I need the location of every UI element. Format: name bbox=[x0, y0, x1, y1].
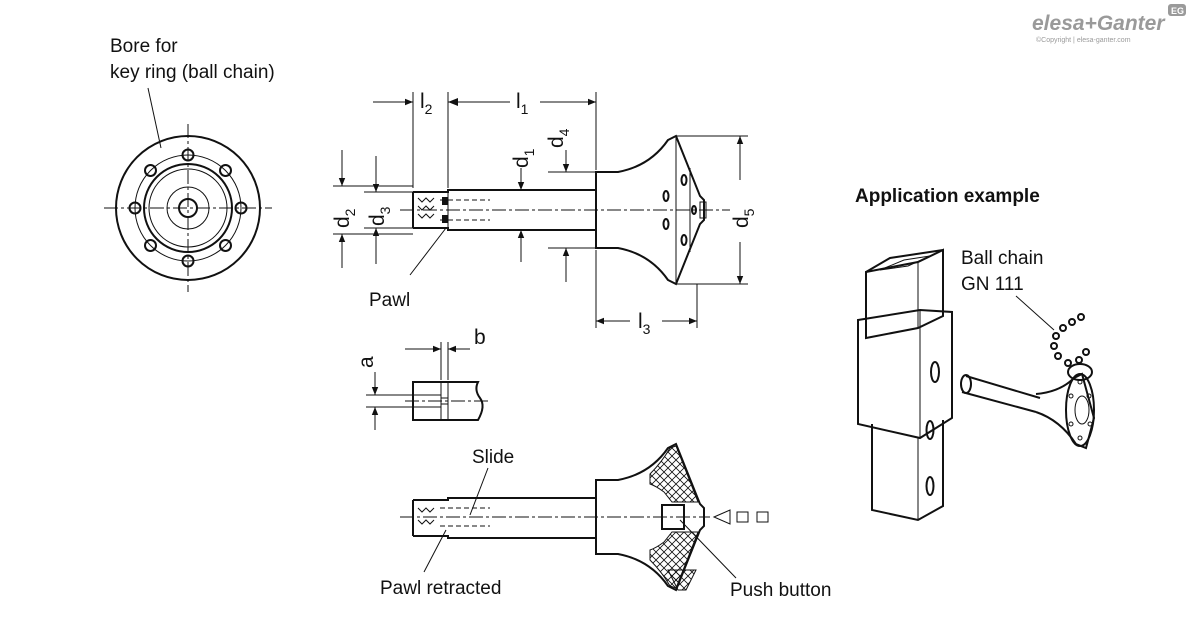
sleeve bbox=[857, 308, 953, 440]
svg-text:l3: l3 bbox=[638, 310, 651, 337]
section-hatch-bottom bbox=[649, 531, 699, 589]
ball-chain-label-line1: Ball chain bbox=[961, 248, 1043, 269]
pawl-retracted-leader-line bbox=[423, 529, 447, 573]
section-spring bbox=[417, 507, 435, 525]
hub-circle bbox=[166, 186, 210, 230]
key-ring bbox=[1067, 363, 1093, 381]
tube-hole-1 bbox=[925, 420, 935, 440]
section-pin-bottom bbox=[413, 535, 596, 539]
svg-text:d2: d2 bbox=[331, 208, 358, 228]
dimension-d1: d1 bbox=[505, 148, 540, 262]
app-pin bbox=[961, 375, 1041, 413]
bore-leader-line bbox=[147, 87, 162, 149]
knob-circle bbox=[143, 163, 233, 253]
svg-text:l2: l2 bbox=[420, 90, 433, 117]
push-dash-2 bbox=[756, 511, 769, 523]
push-dash-1 bbox=[736, 511, 749, 523]
tube-hole-2 bbox=[925, 476, 935, 496]
copyright-notice: ©Copyright | elesa-ganter.com bbox=[1036, 36, 1131, 44]
section-pin-top bbox=[413, 497, 596, 501]
push-button-label: Push button bbox=[730, 580, 831, 601]
app-flange-hub bbox=[1074, 395, 1090, 425]
dimension-l3: l3 bbox=[595, 250, 698, 337]
ball-chain-leader-line bbox=[1015, 295, 1055, 331]
application-example-drawing bbox=[857, 248, 1096, 522]
dimension-d3: d3 bbox=[364, 156, 413, 264]
pawl-leader-line bbox=[409, 227, 447, 276]
svg-text:d5: d5 bbox=[730, 208, 757, 228]
application-example-heading: Application example bbox=[855, 186, 1040, 207]
ball-chain bbox=[1050, 313, 1090, 367]
ball-chain-label-line2: GN 111 bbox=[961, 274, 1024, 295]
knob-bores bbox=[662, 174, 697, 246]
center-bore bbox=[178, 198, 198, 218]
dimension-d2: d2 bbox=[331, 150, 413, 268]
svg-text:d1: d1 bbox=[510, 148, 537, 168]
dimension-a: a bbox=[355, 356, 378, 368]
knob-inner-circle bbox=[148, 168, 228, 248]
section-push-button bbox=[661, 504, 685, 530]
flange-outer-circle bbox=[115, 135, 261, 281]
key-ring-bores bbox=[128, 148, 248, 268]
bore-label-line2: key ring (ball chain) bbox=[110, 62, 275, 83]
knob-outline bbox=[595, 134, 705, 286]
section-hatch-top bbox=[649, 445, 699, 503]
push-button-stub bbox=[699, 201, 707, 219]
slide-leader-line bbox=[469, 467, 489, 516]
pin-top-edge bbox=[413, 189, 596, 193]
app-flange bbox=[1065, 373, 1095, 447]
svg-text:d3: d3 bbox=[366, 206, 393, 226]
tube-top-opening bbox=[879, 255, 931, 271]
brand-badge-text: EG bbox=[1171, 6, 1184, 16]
detail-pin-outline bbox=[412, 381, 484, 421]
tube-upper bbox=[865, 248, 944, 340]
slide-label: Slide bbox=[472, 447, 514, 468]
push-button-leader-line bbox=[679, 519, 737, 579]
tube-top-edge bbox=[865, 249, 944, 273]
brand-badge bbox=[1168, 4, 1186, 16]
pin-bottom-edge bbox=[413, 227, 596, 231]
dimension-l1: l1 bbox=[458, 90, 597, 170]
svg-text:l1: l1 bbox=[516, 90, 529, 117]
dimension-d5: d5 bbox=[676, 135, 757, 285]
pawl-label: Pawl bbox=[369, 290, 410, 311]
section-view bbox=[400, 442, 769, 592]
front-view bbox=[104, 87, 272, 292]
app-knob bbox=[1035, 372, 1096, 450]
sleeve-hole bbox=[930, 361, 940, 383]
svg-text:d4: d4 bbox=[545, 128, 572, 148]
dimension-l2: l2 bbox=[373, 90, 458, 188]
pawl-retracted-label: Pawl retracted bbox=[380, 578, 501, 599]
spring-symbol bbox=[417, 197, 435, 219]
bore-label-line1: Bore for bbox=[110, 36, 178, 57]
dimension-d4: d4 bbox=[545, 128, 596, 282]
detail-pawl-slot bbox=[440, 397, 449, 405]
side-view bbox=[400, 134, 730, 286]
pawl-bottom bbox=[442, 215, 448, 223]
push-arrow-icon bbox=[712, 509, 731, 525]
section-knob-outline bbox=[595, 442, 705, 592]
bolt-circle bbox=[134, 154, 242, 262]
dimension-b: b bbox=[474, 326, 486, 349]
pawl-detail-view: a b bbox=[355, 326, 488, 430]
brand-name: elesa+Ganter bbox=[1032, 12, 1166, 35]
pawl-top bbox=[442, 197, 448, 205]
section-lug bbox=[667, 569, 697, 591]
brand-logo: elesa+Ganter EG ©Copyright | elesa-gante… bbox=[1032, 4, 1186, 44]
app-pin-tip bbox=[960, 374, 972, 394]
